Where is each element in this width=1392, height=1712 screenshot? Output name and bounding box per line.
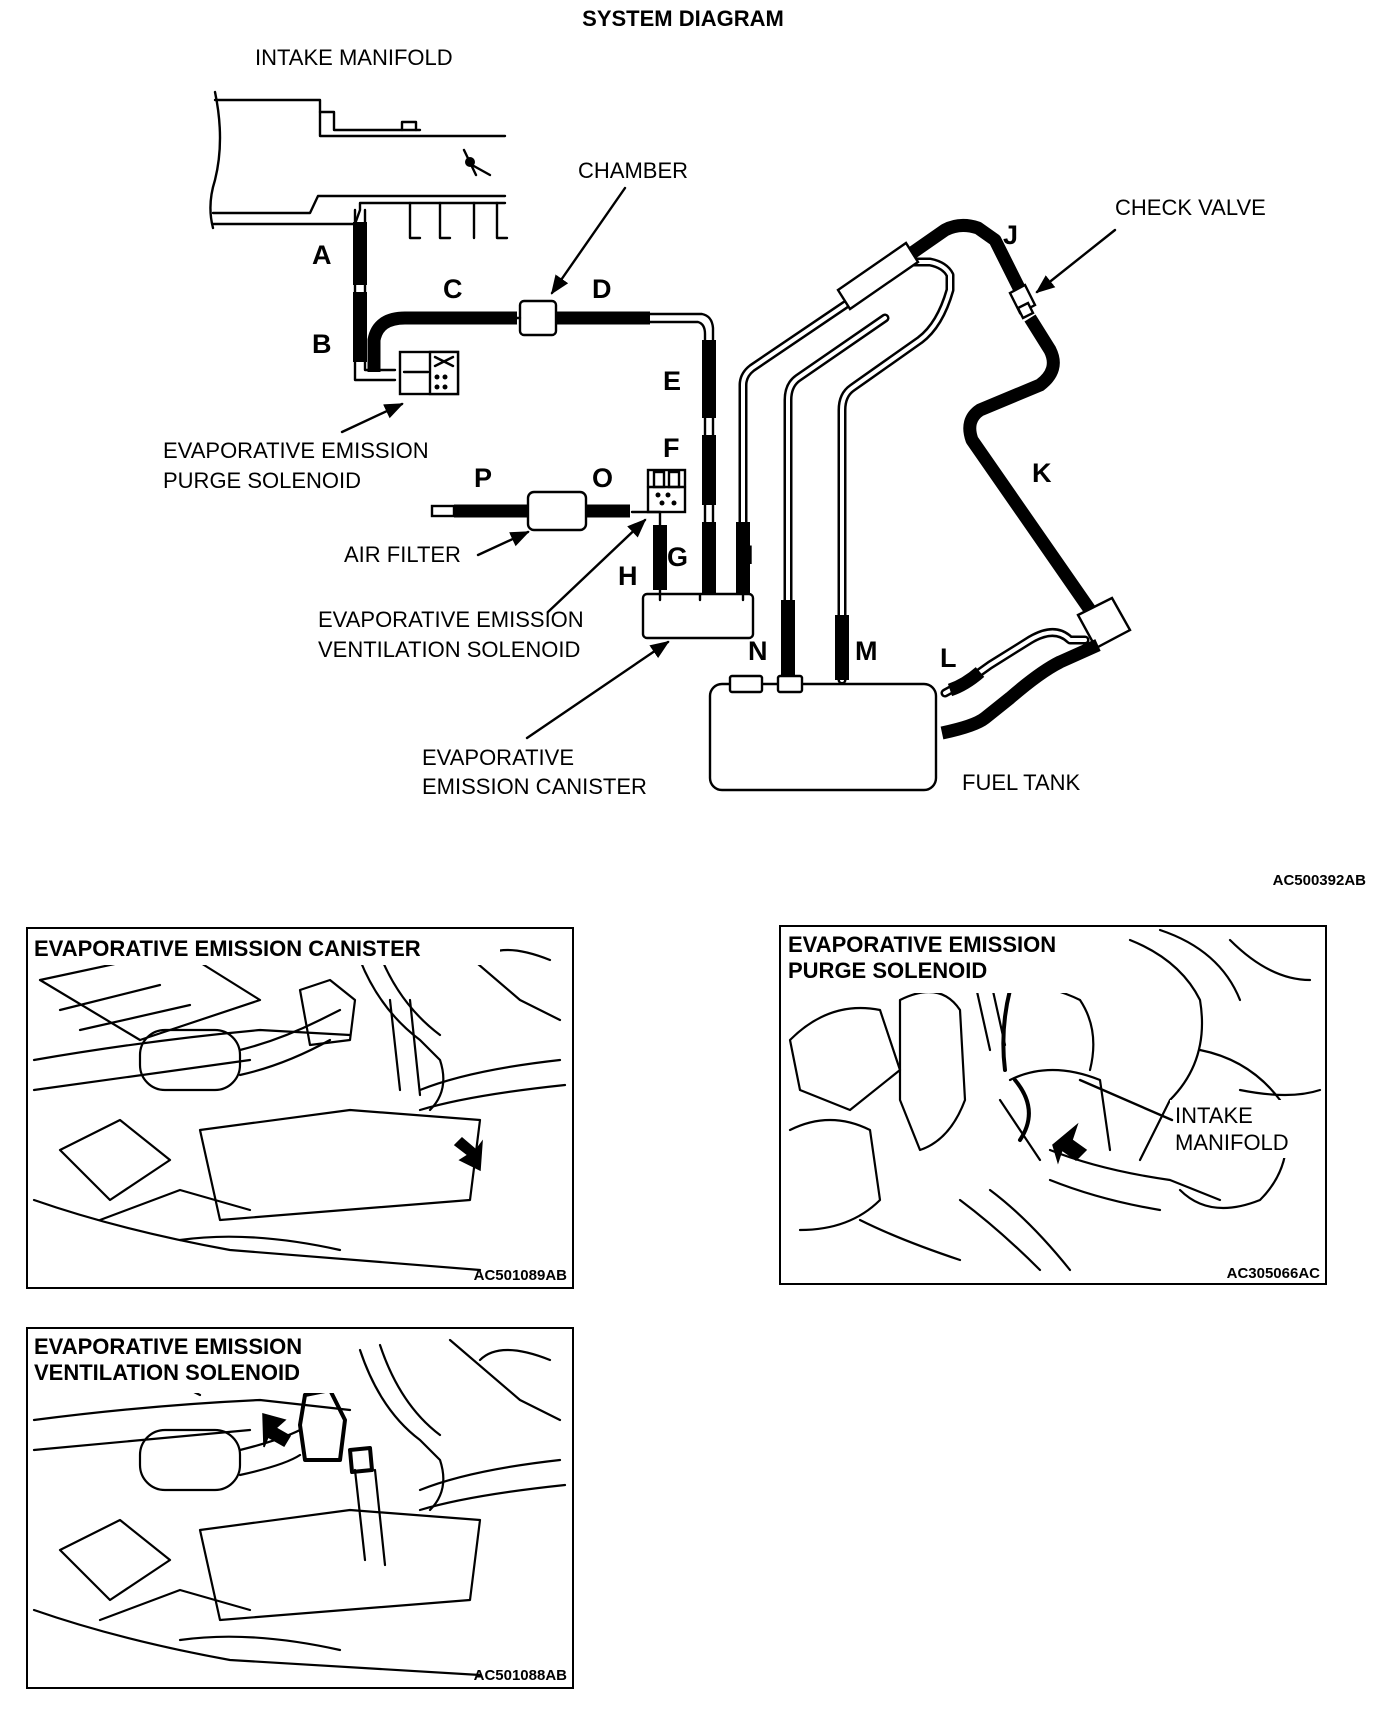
air-filter-label: AIR FILTER [344, 542, 461, 567]
intake-manifold-label: INTAKE MANIFOLD [255, 45, 453, 70]
hose-letter-k: K [1032, 458, 1052, 488]
purge-solenoid-arrow [340, 402, 404, 434]
hose-letter-b: B [312, 329, 332, 359]
hose-letter-g: G [667, 542, 688, 572]
photo-ventilation-title-1: EVAPORATIVE EMISSION [34, 1334, 302, 1359]
chamber-arrow [550, 186, 627, 295]
photo-canister-code: AC501089AB [474, 1267, 568, 1284]
photo-purge-solenoid: EVAPORATIVE EMISSION PURGE SOLENOID INTA… [779, 925, 1327, 1285]
chamber [515, 299, 558, 337]
hose-letter-d: D [592, 274, 612, 304]
hose-letters: A B C D E F G H I J K L M N O P [312, 220, 1052, 673]
hose-letter-l: L [940, 643, 957, 673]
photo-ventilation-code: AC501088AB [474, 1667, 568, 1684]
diagram-code: AC500392AB [1273, 872, 1367, 889]
hose-c-d-e-f [367, 311, 716, 595]
canister-label-1: EVAPORATIVE [422, 745, 574, 770]
hose-a-b [353, 222, 397, 382]
hose-letter-e: E [663, 366, 681, 396]
canister [641, 525, 755, 640]
canister-arrow [525, 640, 670, 740]
hose-letter-n: N [748, 636, 768, 666]
diagram-title: SYSTEM DIAGRAM [582, 6, 784, 31]
ventilation-solenoid [630, 468, 687, 527]
hose-letter-m: M [855, 636, 878, 666]
photo-purge-callout-1: INTAKE [1175, 1103, 1253, 1128]
vapor-lines [736, 218, 1026, 685]
intake-manifold [209, 90, 509, 240]
check-valve [1008, 283, 1037, 320]
ventilation-solenoid-label-1: EVAPORATIVE EMISSION [318, 607, 584, 632]
canister-label-2: EMISSION CANISTER [422, 774, 647, 799]
ventilation-solenoid-arrow [546, 518, 647, 614]
tank-filler-valve [940, 596, 1132, 740]
hose-letter-h: H [618, 561, 638, 591]
photo-purge-callout-line [1078, 1078, 1174, 1122]
check-valve-label: CHECK VALVE [1115, 195, 1266, 220]
air-filter-assembly [430, 490, 630, 532]
photo-canister: EVAPORATIVE EMISSION CANISTER AC501089AB [26, 927, 574, 1289]
hose-letter-f: F [663, 433, 680, 463]
air-filter-arrow [476, 530, 530, 557]
hose-letter-o: O [592, 463, 613, 493]
fuel-tank-label: FUEL TANK [962, 770, 1081, 795]
hose-k [963, 314, 1096, 614]
purge-solenoid [398, 350, 460, 396]
ventilation-solenoid-label-2: VENTILATION SOLENOID [318, 637, 580, 662]
hose-letter-a: A [312, 240, 332, 270]
hose-letter-p: P [474, 463, 492, 493]
fuel-tank [708, 674, 938, 792]
chamber-label: CHAMBER [578, 158, 688, 183]
photo-purge-code: AC305066AC [1227, 1265, 1321, 1282]
photo-purge-callout-2: MANIFOLD [1175, 1130, 1289, 1155]
hose-letter-j: J [1003, 220, 1018, 250]
photo-ventilation-title-2: VENTILATION SOLENOID [34, 1360, 300, 1385]
hose-letter-i: I [746, 540, 754, 570]
photo-ventilation-solenoid: EVAPORATIVE EMISSION VENTILATION SOLENOI… [26, 1327, 574, 1689]
photo-purge-title-1: EVAPORATIVE EMISSION [788, 932, 1056, 957]
photo-purge-title-2: PURGE SOLENOID [788, 958, 987, 983]
purge-solenoid-label-1: EVAPORATIVE EMISSION [163, 438, 429, 463]
check-valve-arrow [1035, 228, 1117, 294]
hose-letter-c: C [443, 274, 463, 304]
photo-canister-title: EVAPORATIVE EMISSION CANISTER [34, 936, 421, 961]
purge-solenoid-label-2: PURGE SOLENOID [163, 468, 361, 493]
